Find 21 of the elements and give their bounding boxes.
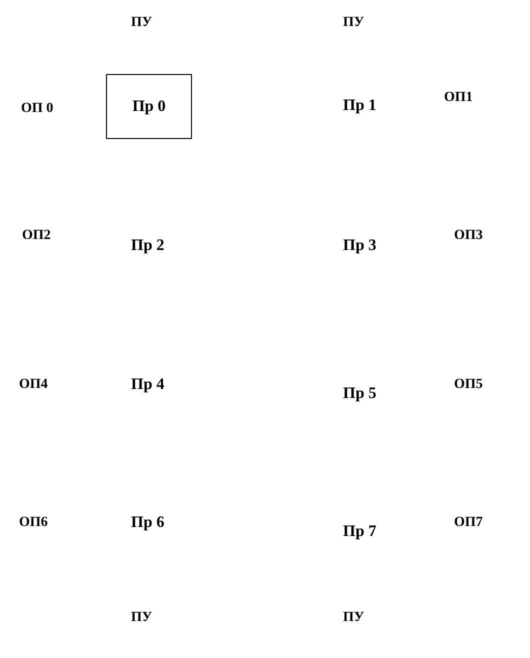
memory-label: ОП6 — [19, 516, 48, 530]
device-label: ПУ — [343, 611, 364, 625]
memory-label: ОП3 — [454, 229, 483, 243]
device-label: ПУ — [131, 611, 152, 625]
memory-label: ОП 0 — [21, 102, 54, 116]
processor-label: Пр 7 — [343, 524, 376, 540]
memory-label: ОП1 — [444, 91, 473, 105]
processor-label: Пр 3 — [343, 238, 376, 254]
memory-label: ОП4 — [19, 378, 48, 392]
memory-label: ОП2 — [22, 229, 51, 243]
processor-label: Пр 6 — [131, 515, 164, 531]
processor-label: Пр 0 — [132, 98, 166, 114]
memory-label: ОП7 — [454, 516, 483, 530]
device-label: ПУ — [131, 16, 152, 30]
processor-label: Пр 4 — [131, 377, 164, 393]
processor-box — [106, 74, 192, 139]
processor-label: Пр 2 — [131, 238, 164, 254]
memory-label: ОП5 — [454, 378, 483, 392]
processor-label: Пр 1 — [343, 98, 376, 114]
processor-label: Пр 5 — [343, 386, 376, 402]
device-label: ПУ — [343, 16, 364, 30]
